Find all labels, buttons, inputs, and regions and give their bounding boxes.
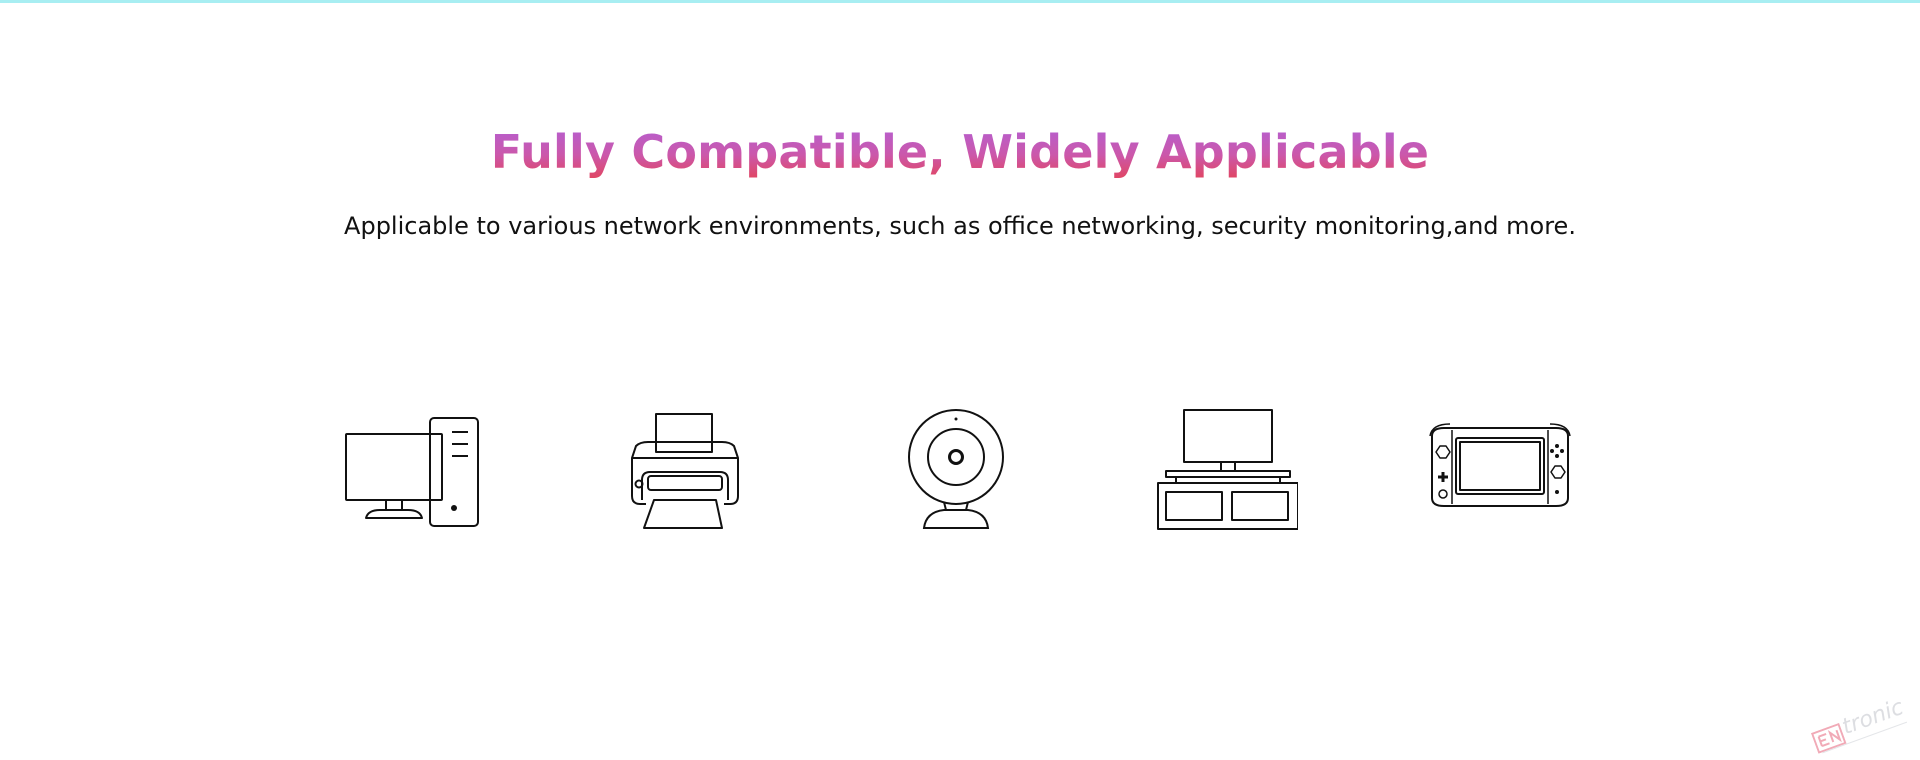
top-accent-bar bbox=[0, 0, 1920, 3]
page-subtitle: Applicable to various network environmen… bbox=[344, 212, 1576, 240]
page-title-text: Fully Compatible, Widely Applicable bbox=[490, 125, 1430, 179]
desktop-computer-icon bbox=[340, 400, 482, 540]
printer-icon bbox=[626, 400, 744, 540]
page-title: Fully Compatible, Widely Applicable bbox=[0, 120, 1920, 184]
tv-stand-icon bbox=[1156, 400, 1298, 540]
entronic-logo-icon bbox=[1810, 722, 1847, 754]
webcam-icon bbox=[906, 400, 1006, 540]
handheld-game-console-icon bbox=[1424, 400, 1576, 540]
device-icon-row bbox=[0, 400, 1920, 540]
brand-watermark: tronic bbox=[1797, 675, 1920, 760]
